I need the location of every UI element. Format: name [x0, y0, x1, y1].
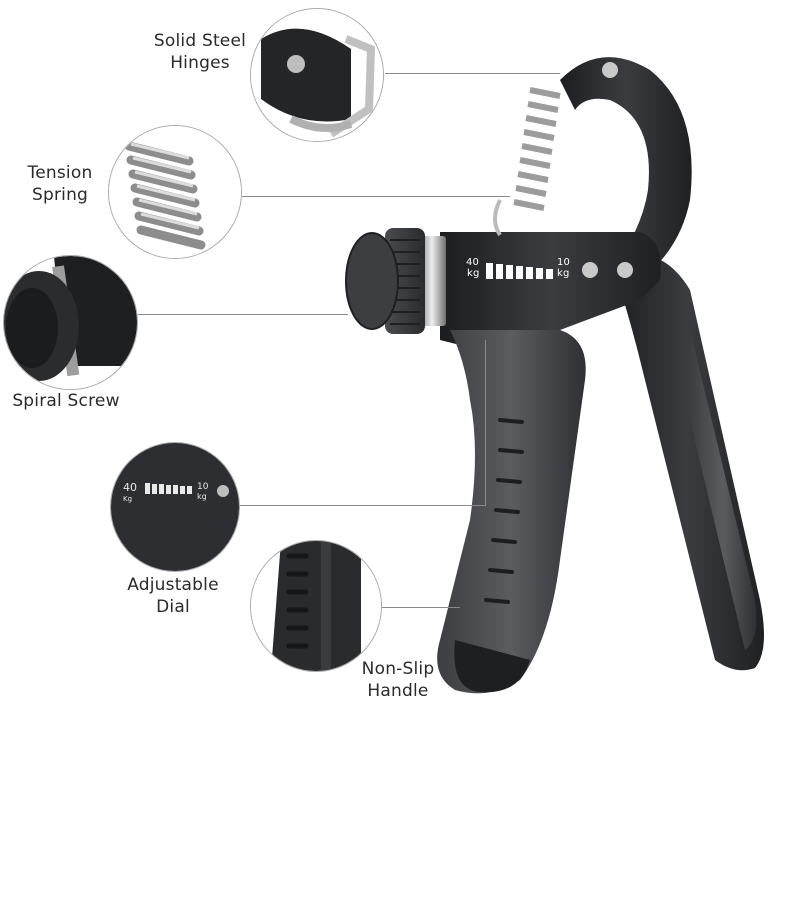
callout-spring-line1: Tension: [27, 163, 93, 183]
callout-dial-line1: Adjustable: [127, 575, 219, 595]
callout-label-spring: Tension Spring: [18, 162, 102, 206]
callout-label-hinges: Solid Steel Hinges: [150, 30, 250, 74]
svg-text:40: 40: [123, 481, 137, 494]
dial-min-value: 10: [557, 257, 571, 268]
svg-text:10: 10: [197, 482, 209, 492]
callout-hinges-line1: Solid Steel: [153, 31, 247, 51]
screw-detail-circle: [3, 255, 138, 390]
callout-handle-line2: Handle: [367, 681, 429, 701]
callout-label-dial: Adjustable Dial: [118, 574, 228, 618]
callout-line-spring: [242, 196, 510, 197]
spring-detail-circle: [108, 125, 242, 259]
callout-screw-line1: Spiral Screw: [12, 391, 120, 411]
callout-line-dial: [240, 505, 485, 506]
callout-line-handle: [382, 607, 460, 608]
svg-text:kg: kg: [197, 492, 207, 501]
svg-text:Kg: Kg: [123, 495, 132, 503]
dial-max-unit: kg: [467, 268, 480, 279]
callout-label-handle: Non-Slip Handle: [358, 658, 438, 702]
callout-spring-line2: Spring: [31, 185, 89, 205]
spring-shape: [513, 87, 561, 211]
callout-line-screw: [138, 314, 348, 315]
dial-min-unit: kg: [557, 268, 570, 279]
callout-handle-line1: Non-Slip: [361, 659, 435, 679]
callout-vline-dial: [485, 340, 486, 506]
handle-detail-circle: [250, 540, 382, 672]
callout-label-screw: Spiral Screw: [4, 390, 128, 412]
dial-max-value: 40: [466, 257, 480, 268]
dial-detail-circle: 40 Kg 10 kg: [110, 442, 240, 572]
callout-dial-line2: Dial: [156, 597, 190, 617]
hinges-detail-circle: [250, 8, 384, 142]
callout-hinges-line2: Hinges: [170, 53, 230, 73]
callout-line-hinges: [385, 73, 560, 74]
